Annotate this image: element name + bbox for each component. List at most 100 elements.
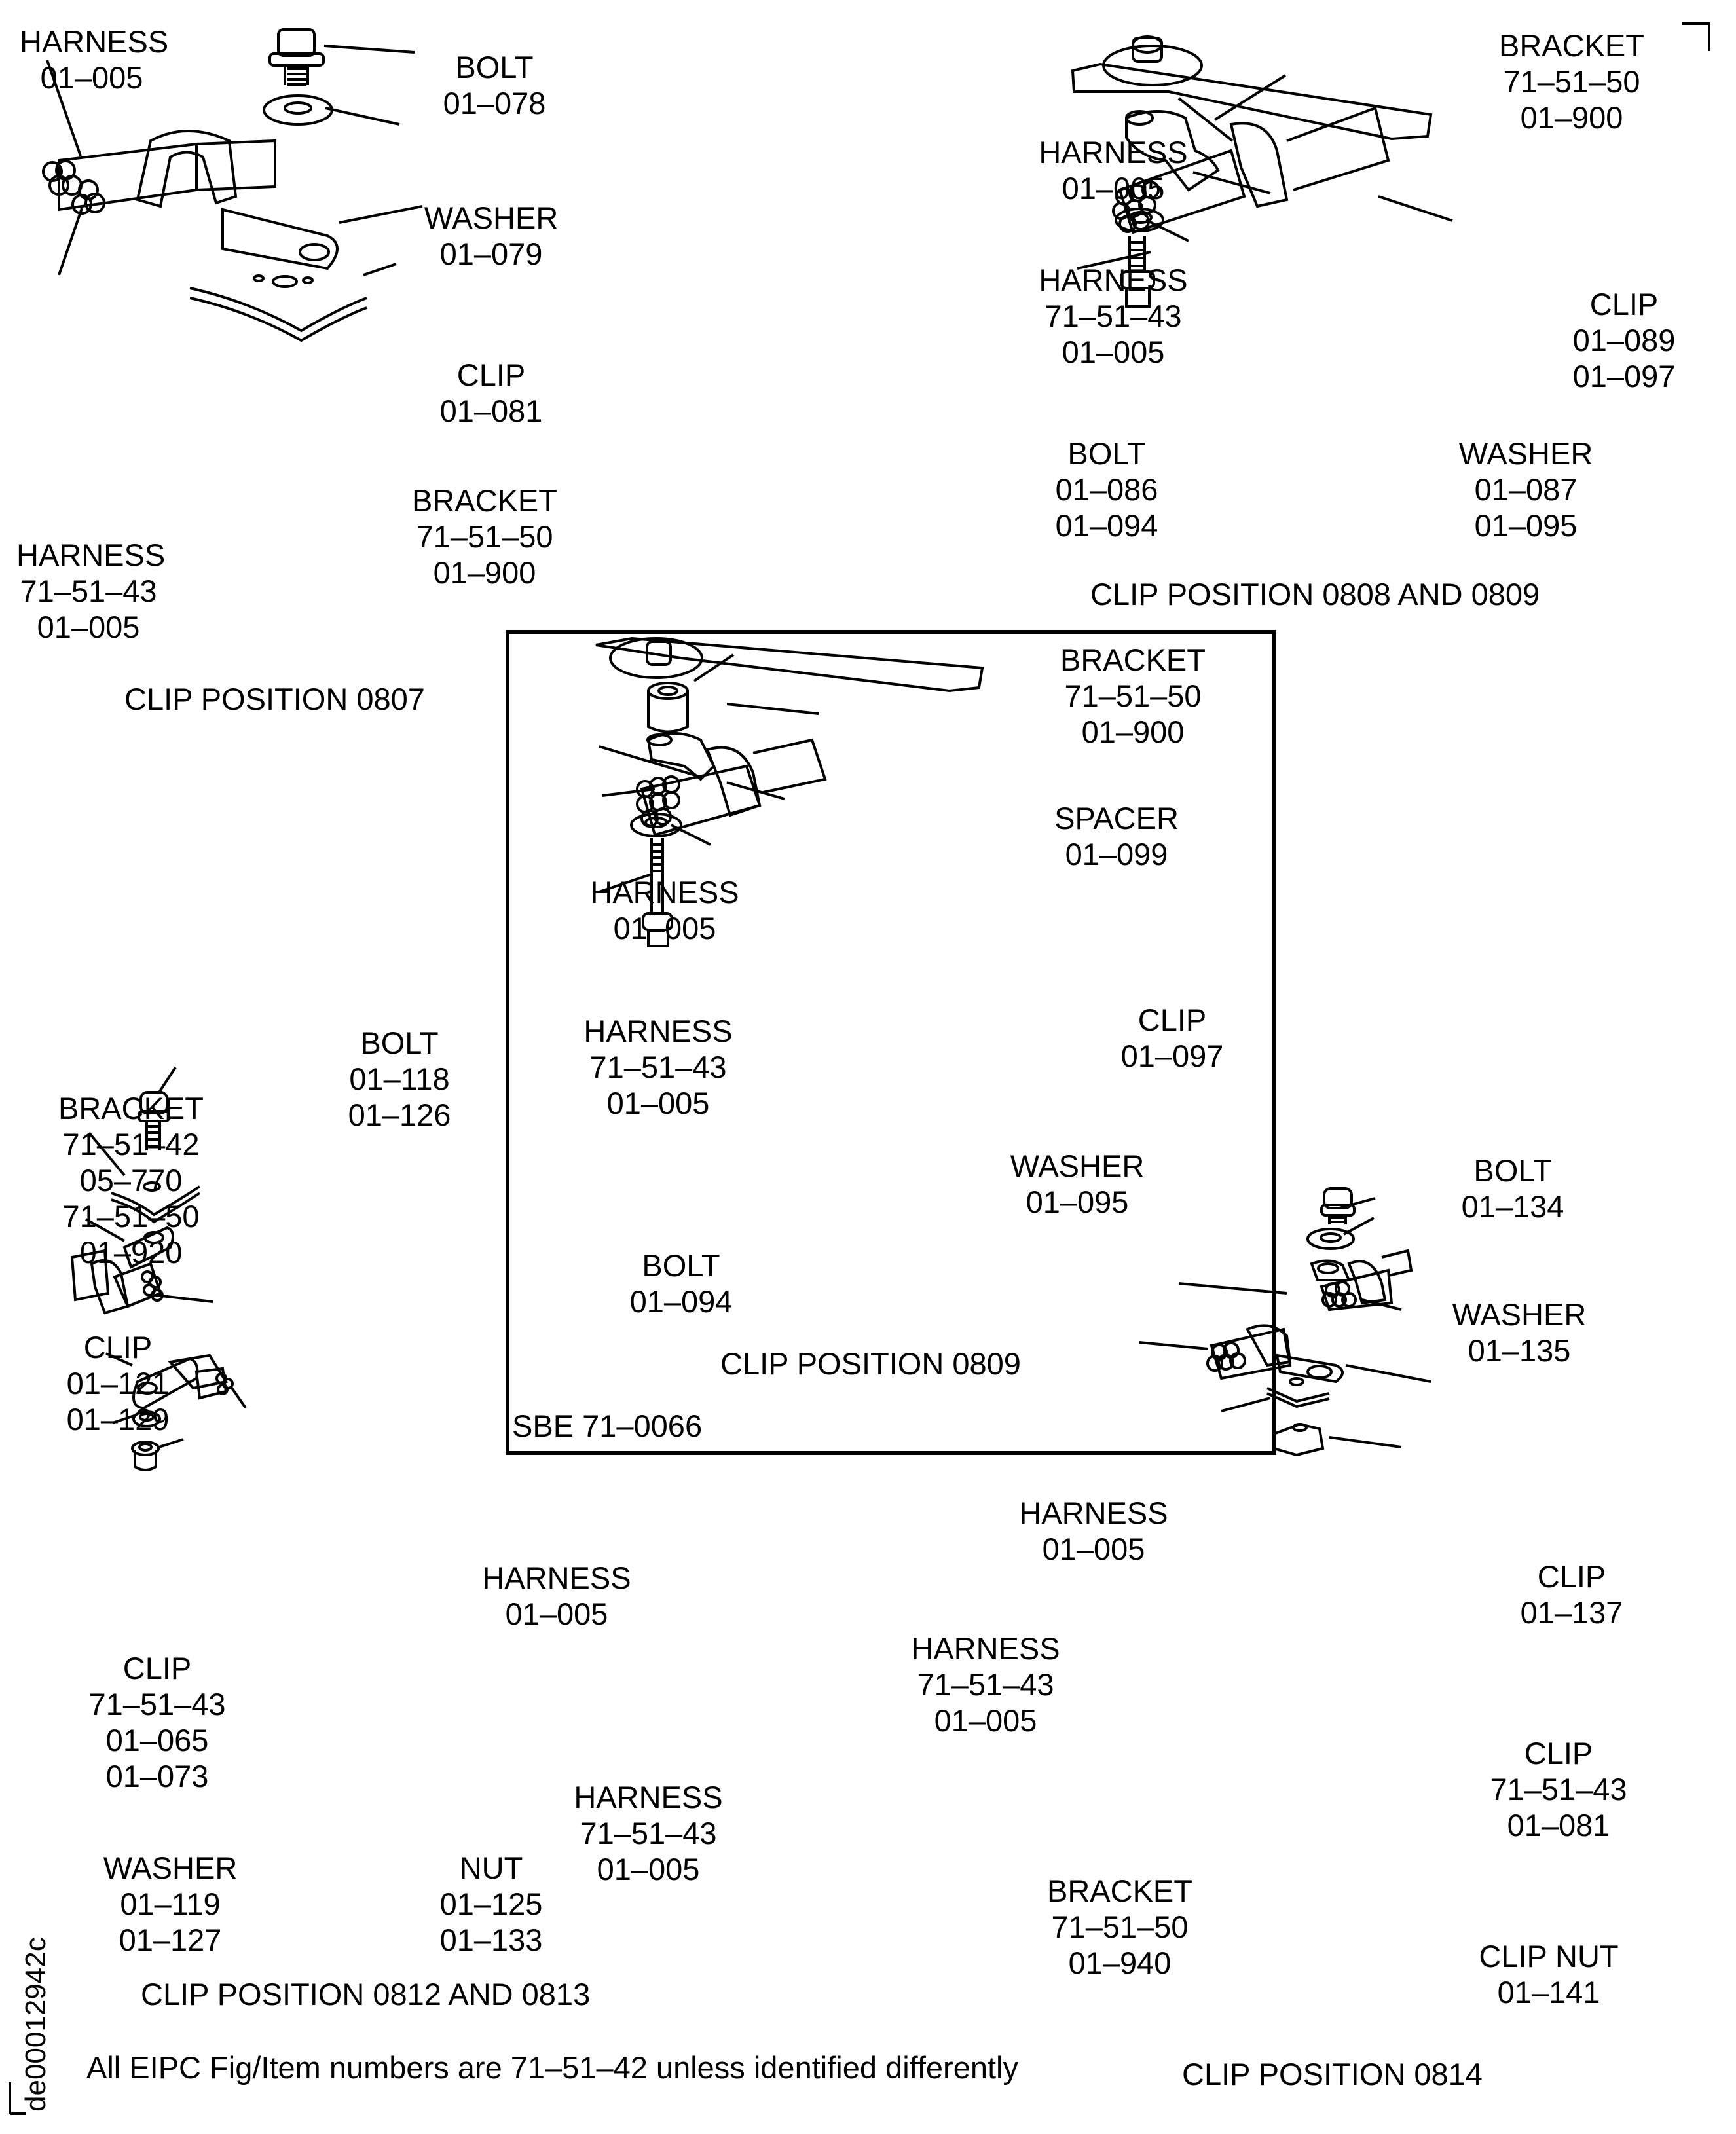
- bracket-part: [1071, 35, 1433, 141]
- leader-line: [1221, 1397, 1271, 1412]
- sbe-inset-frame: [506, 630, 1276, 1455]
- leader-line: [671, 824, 711, 846]
- leader-line: [1329, 1436, 1402, 1448]
- leader-line: [158, 1066, 177, 1094]
- leader-line: [1139, 1341, 1209, 1350]
- panel-caption: CLIP POSITION 0812 AND 0813: [141, 1977, 591, 2012]
- bolt-part: [642, 838, 673, 947]
- leader-line: [325, 107, 400, 126]
- corner-mark: [1682, 22, 1710, 51]
- leader-line: [726, 703, 819, 715]
- panel-caption: CLIP POSITION 0808 AND 0809: [1090, 577, 1540, 612]
- harness-part: [1112, 106, 1390, 234]
- harness-part: [1320, 1249, 1413, 1312]
- drawing-id: de00012942c: [20, 1937, 52, 2112]
- leader-line: [88, 1131, 126, 1177]
- leader-line: [158, 1438, 184, 1448]
- leader-line: [1361, 1298, 1402, 1311]
- figure-note: All EIPC Fig/Item numbers are 71–51–42 u…: [86, 2050, 1018, 2085]
- leader-line: [1178, 1282, 1287, 1295]
- leader-line: [599, 745, 698, 777]
- leader-line: [1339, 1197, 1376, 1209]
- panel-0809-parts: [595, 636, 984, 947]
- nut-part: [131, 1441, 160, 1471]
- leader-line: [1378, 195, 1453, 222]
- leader-line: [323, 45, 415, 54]
- leader-line: [363, 263, 397, 276]
- bracket-part: [189, 274, 367, 342]
- leader-line: [58, 208, 83, 276]
- panel-0807-parts: [42, 28, 423, 342]
- spacer-part: [647, 682, 689, 733]
- bolt-part: [268, 28, 325, 86]
- panel-0808-0809-parts: [1071, 35, 1453, 308]
- leader-line: [1213, 74, 1287, 121]
- leader-line: [46, 60, 82, 156]
- leader-line: [155, 1294, 213, 1303]
- washer-part: [630, 813, 682, 837]
- leader-line: [229, 1385, 247, 1409]
- leader-line: [1177, 97, 1234, 142]
- clip-nut-part: [1272, 1422, 1325, 1457]
- bracket-part: [1266, 1377, 1330, 1408]
- harness-part-2: [1206, 1327, 1292, 1380]
- clip-part: [1125, 110, 1289, 208]
- leader-line: [1192, 171, 1271, 194]
- washer-part: [263, 94, 333, 126]
- bolt-part: [138, 1091, 170, 1150]
- leader-line: [1343, 1217, 1375, 1236]
- leader-line: [726, 781, 785, 800]
- leader-line: [339, 205, 423, 224]
- washer-part: [1115, 208, 1164, 232]
- panel-0812-0813-parts: [70, 1066, 247, 1471]
- leader-line: [105, 1352, 133, 1367]
- leader-line: [599, 873, 652, 893]
- leader-line: [85, 1218, 125, 1242]
- panel-caption: CLIP POSITION 0807: [124, 682, 425, 716]
- leader-line: [1345, 1364, 1431, 1383]
- panel-caption: CLIP POSITION 0809: [720, 1346, 1021, 1381]
- bolt-part: [1120, 236, 1155, 308]
- harness-part-2: [194, 1367, 234, 1400]
- washer-part: [1306, 1228, 1355, 1250]
- leader-line: [1145, 219, 1189, 242]
- bracket-part: [111, 1181, 201, 1224]
- bolt-part: [1320, 1187, 1356, 1224]
- leader-line: [602, 788, 656, 797]
- leader-line: [112, 1414, 135, 1424]
- bracket-part: [595, 636, 984, 693]
- corner-mark: [9, 2082, 26, 2115]
- clip-part: [136, 130, 339, 270]
